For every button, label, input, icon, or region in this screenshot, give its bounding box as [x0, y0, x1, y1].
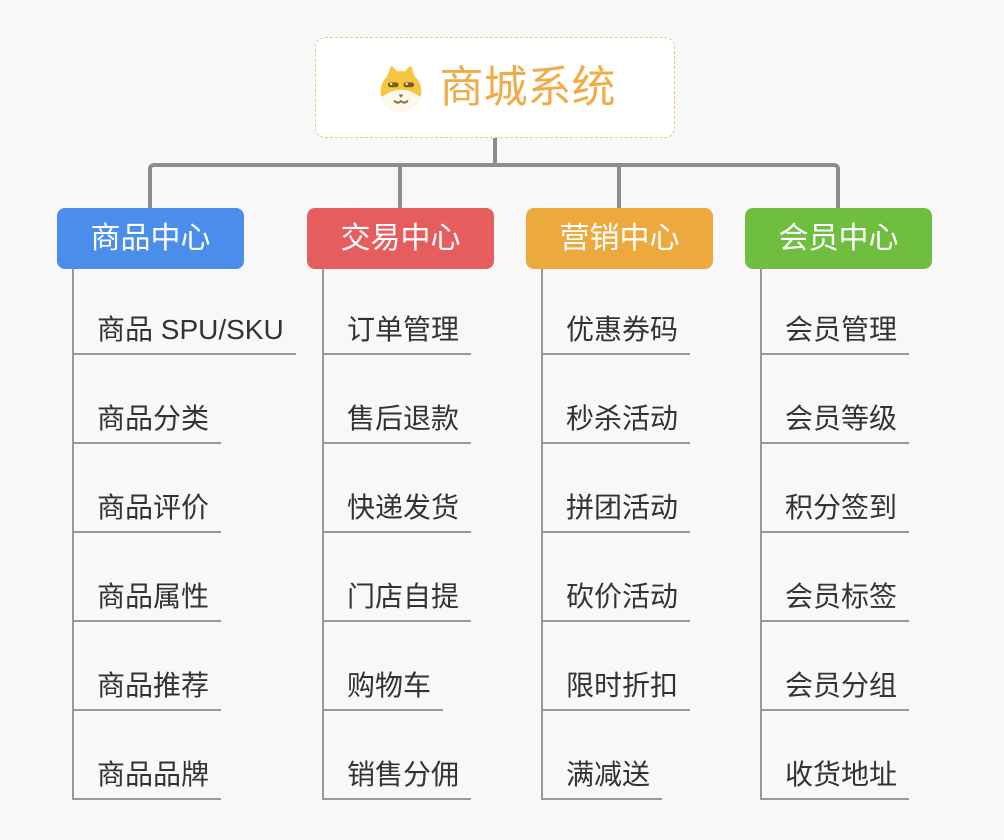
branch-item[interactable]: 商品评价	[72, 444, 222, 533]
branch-node[interactable]: 交易中心	[307, 208, 494, 269]
branch-connector-line	[322, 269, 324, 800]
branch: 交易中心 订单管理售后退款快递发货门店自提购物车销售分佣	[307, 208, 547, 800]
branch-item[interactable]: 秒杀活动	[541, 355, 691, 444]
branch-item[interactable]: 拼团活动	[541, 444, 691, 533]
branch-items: 优惠券码秒杀活动拼团活动砍价活动限时折扣满减送	[541, 269, 766, 800]
branch-node[interactable]: 商品中心	[57, 208, 244, 269]
branch-item[interactable]: 商品分类	[72, 355, 222, 444]
branch-connector-line	[72, 269, 74, 800]
root-title: 商城系统	[439, 62, 616, 112]
branch-items: 订单管理售后退款快递发货门店自提购物车销售分佣	[322, 269, 547, 800]
branch-node[interactable]: 会员中心	[745, 208, 932, 269]
branch-item[interactable]: 商品推荐	[72, 622, 222, 711]
branch: 会员中心 会员管理会员等级积分签到会员标签会员分组收货地址	[745, 208, 985, 800]
branch-item[interactable]: 订单管理	[322, 269, 472, 355]
branches-connector-rail	[148, 163, 840, 208]
branch-item[interactable]: 限时折扣	[541, 622, 691, 711]
root-node[interactable]: 商城系统	[315, 37, 675, 138]
shiba-dog-icon	[380, 65, 421, 112]
branch-item[interactable]: 门店自提	[322, 533, 472, 622]
branch-connector-drop	[398, 165, 402, 208]
branch-item[interactable]: 优惠券码	[541, 269, 691, 355]
branch-item[interactable]: 销售分佣	[322, 711, 472, 800]
branch-items: 会员管理会员等级积分签到会员标签会员分组收货地址	[760, 269, 985, 800]
branch-connector-line	[541, 269, 543, 800]
branch-item[interactable]: 购物车	[322, 622, 444, 711]
branch-item[interactable]: 满减送	[541, 711, 663, 800]
branch-item[interactable]: 商品属性	[72, 533, 222, 622]
branch-item[interactable]: 收货地址	[760, 711, 910, 800]
branch-item[interactable]: 售后退款	[322, 355, 472, 444]
root-connector-stub	[493, 138, 497, 165]
branch-item[interactable]: 商品 SPU/SKU	[72, 269, 296, 355]
branch-item[interactable]: 商品品牌	[72, 711, 222, 800]
branch-item[interactable]: 积分签到	[760, 444, 910, 533]
branch-item[interactable]: 会员标签	[760, 533, 910, 622]
branch: 营销中心 优惠券码秒杀活动拼团活动砍价活动限时折扣满减送	[526, 208, 766, 800]
branch-item[interactable]: 会员管理	[760, 269, 910, 355]
branch-node[interactable]: 营销中心	[526, 208, 713, 269]
branch-item[interactable]: 会员等级	[760, 355, 910, 444]
branch-connector-drop	[617, 165, 621, 208]
branch-item[interactable]: 砍价活动	[541, 533, 691, 622]
branch-connector-line	[760, 269, 762, 800]
branch-item[interactable]: 会员分组	[760, 622, 910, 711]
branch-item[interactable]: 快递发货	[322, 444, 472, 533]
